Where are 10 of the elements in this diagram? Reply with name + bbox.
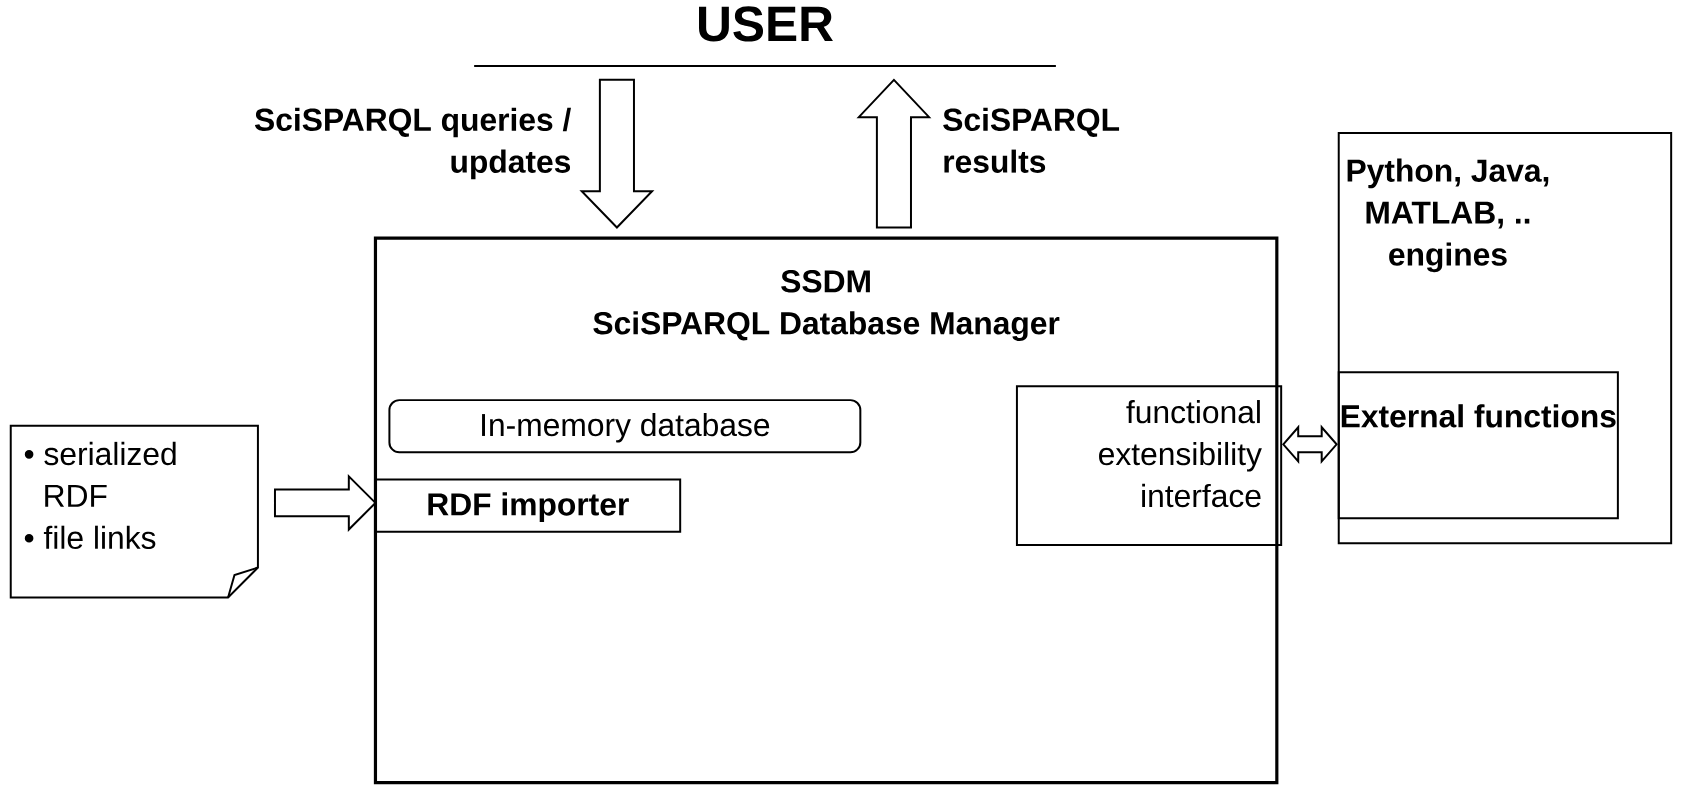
interface-box: functional extensibility interface [1015,385,1283,546]
edge-label: SciSPARQL queries / updates [254,107,571,180]
block-arrow [579,78,655,229]
importer-box: RDF importer [374,478,682,533]
functions-box: External functions [1337,371,1619,520]
block-arrow [273,473,377,532]
block-arrow [856,78,932,229]
edge-label: SciSPARQL results [943,107,1120,173]
database-box: In-memory database [388,399,862,454]
user-heading: USER [473,6,1057,67]
